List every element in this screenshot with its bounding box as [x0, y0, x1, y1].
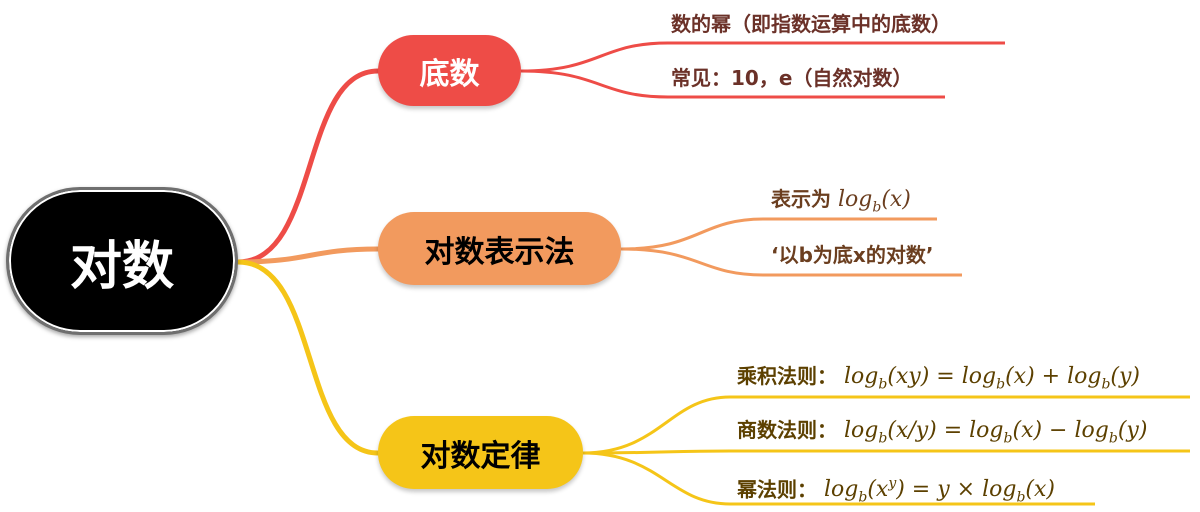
leaf-text: ‘以b为底x的对数’ — [771, 243, 934, 267]
leaf-text: 常见：10，e（自然对数） — [671, 66, 913, 90]
connector-branch-3-leaf-3 — [582, 451, 1095, 506]
formula-arg: (x) — [881, 187, 911, 212]
connector-root-branch-2 — [235, 246, 381, 265]
rule-label: 幂法则： — [737, 477, 817, 502]
formula-product: logb(xy) = logb(x) + logb(y) — [843, 364, 1141, 393]
connector-root-branch-1 — [235, 68, 381, 265]
connector-branch-3-leaf-1 — [582, 395, 1190, 455]
leaf-notation-reading[interactable]: ‘以b为底x的对数’ — [771, 243, 933, 267]
branch-label-notation: 对数表示法 — [424, 234, 575, 270]
connector-branch-2-leaf-1 — [620, 217, 937, 251]
root-label: 对数 — [69, 236, 174, 297]
leaf-prefix: 表示为 — [771, 187, 838, 211]
formula-log: logb(x) — [837, 187, 911, 216]
rule-label: 商数法则： — [737, 418, 837, 442]
leaf-product-rule[interactable]: 乘积法则： logb(xy) = logb(x) + logb(y) — [737, 364, 1140, 396]
formula-base-sub: b — [872, 199, 882, 216]
connector-root-branch-3 — [235, 259, 381, 456]
branch-node-base[interactable]: 底数 — [378, 35, 521, 106]
branch-label-base: 底数 — [419, 56, 480, 92]
leaf-quotient-rule[interactable]: 商数法则： logb(x/y) = logb(x) − logb(y) — [737, 418, 1147, 450]
branch-node-notation[interactable]: 对数表示法 — [378, 212, 621, 285]
formula-power: logb(xy) = y × logb(x) — [823, 476, 1055, 506]
formula-log-text: log — [837, 187, 873, 212]
connector-branch-1-leaf-2 — [520, 69, 945, 99]
connector-branch-2-leaf-2 — [620, 247, 962, 277]
connector-branch-3-leaf-2 — [582, 449, 1190, 455]
branch-label-laws: 对数定律 — [420, 438, 541, 474]
leaf-base-common[interactable]: 常见：10，e（自然对数） — [671, 66, 912, 90]
branch-node-laws[interactable]: 对数定律 — [378, 416, 583, 489]
leaf-power-rule[interactable]: 幂法则： logb(xy) = y × logb(x) — [737, 472, 1055, 510]
root-node[interactable]: 对数 — [6, 187, 238, 335]
leaf-base-definition[interactable]: 数的幂（即指数运算中的底数） — [671, 12, 951, 36]
formula-quotient: logb(x/y) = logb(x) − logb(y) — [843, 418, 1148, 447]
rule-label: 乘积法则： — [737, 364, 837, 388]
connector-branch-1-leaf-1 — [520, 41, 1005, 73]
leaf-notation-form[interactable]: 表示为 logb(x) — [771, 187, 911, 219]
leaf-text: 数的幂（即指数运算中的底数） — [671, 12, 951, 36]
